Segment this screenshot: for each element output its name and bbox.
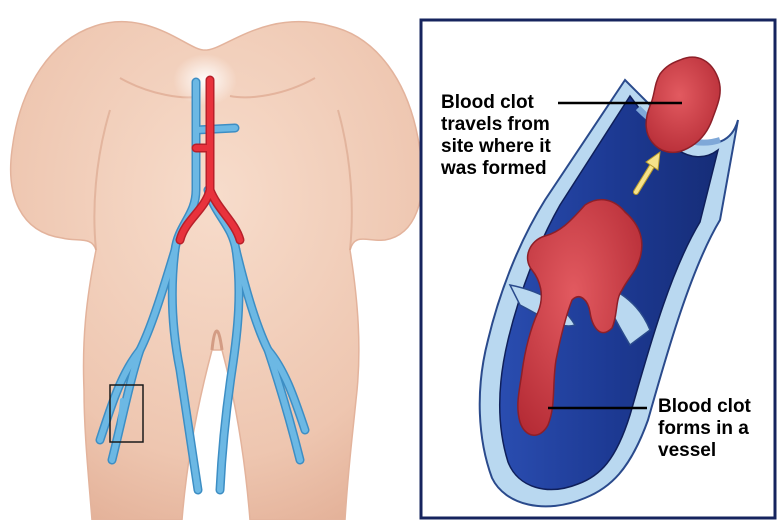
callout-travels-line: was formed	[441, 158, 551, 180]
callout-travels-line: travels from	[441, 114, 551, 136]
callout-clot-forms: Blood clot forms in a vessel	[658, 396, 751, 462]
callout-forms-line: forms in a	[658, 418, 751, 440]
callout-clot-travels: Blood clot travels from site where it wa…	[441, 92, 551, 180]
chest-glow	[173, 54, 237, 106]
callout-travels-line: Blood clot	[441, 92, 551, 114]
callout-forms-line: Blood clot	[658, 396, 751, 418]
callout-forms-line: vessel	[658, 440, 751, 462]
callout-travels-line: site where it	[441, 136, 551, 158]
body-figure	[11, 22, 423, 520]
